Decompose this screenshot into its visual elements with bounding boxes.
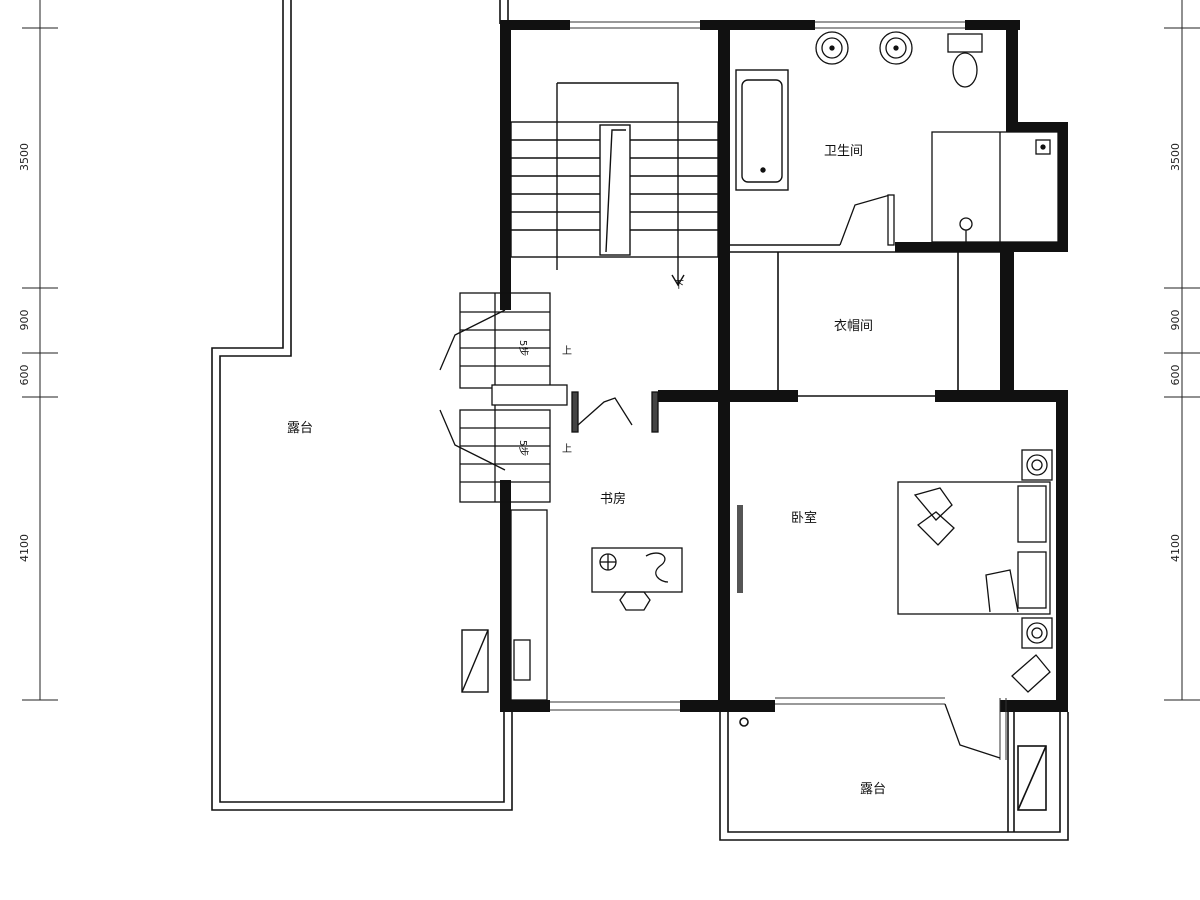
- balcony-door: [944, 703, 1001, 759]
- bathtub-icon: [735, 69, 789, 191]
- partitions: [730, 244, 1000, 397]
- dim-left-3: 600: [18, 365, 31, 386]
- stair-down-label: 下: [674, 280, 684, 291]
- desk-icon: [591, 547, 683, 611]
- dim-right-1: 3500: [1169, 143, 1182, 171]
- room-label-bathroom: 卫生间: [824, 144, 863, 159]
- windows: [550, 21, 1007, 760]
- ext-stair-up-2: 上: [562, 443, 572, 455]
- walls: [500, 20, 1068, 712]
- terrace-left-outline: [211, 0, 513, 811]
- external-stairs: [439, 292, 568, 503]
- wardrobe-panel: [737, 505, 743, 593]
- washbasin-icon: [815, 31, 913, 65]
- shower-icon: [931, 131, 1059, 243]
- ext-stair-up-1: 上: [562, 345, 572, 357]
- room-label-terrace-left: 露台: [287, 421, 313, 436]
- terrace-left-fixture: [461, 629, 489, 693]
- room-label-terrace-bottom: 露台: [860, 782, 886, 797]
- dimension-right: [1164, 0, 1200, 701]
- dim-right-2: 900: [1169, 310, 1182, 331]
- dim-left-4: 4100: [18, 534, 31, 562]
- bedroom-chair-icon: [1011, 654, 1051, 693]
- toilet-icon: [947, 33, 983, 88]
- room-label-bedroom: 卧室: [791, 510, 817, 526]
- bathroom-door: [839, 194, 895, 246]
- room-label-closet: 衣帽间: [834, 318, 873, 334]
- dim-right-4: 4100: [1169, 534, 1182, 562]
- room-label-study: 书房: [600, 491, 626, 507]
- main-staircase: [510, 82, 719, 287]
- nightstand-icon: [1021, 449, 1053, 649]
- dim-left-2: 900: [18, 310, 31, 331]
- dimension-left: [22, 0, 58, 701]
- dim-right-3: 600: [1169, 365, 1182, 386]
- dim-left-1: 3500: [18, 143, 31, 171]
- bookshelf-icon: [510, 509, 548, 701]
- ext-stair-steps-1: 5步: [517, 340, 529, 356]
- entrance-door: [571, 391, 659, 433]
- ext-stair-steps-2: 5步: [517, 440, 529, 456]
- bed-icon: [897, 481, 1051, 615]
- terrace-bottom-outline: [719, 712, 1069, 841]
